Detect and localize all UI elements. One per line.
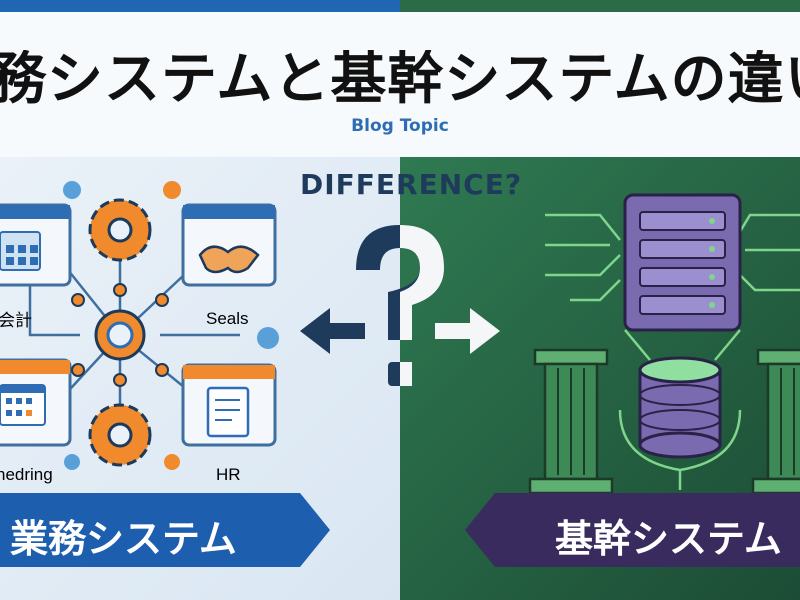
right-circuit-lines [545, 213, 800, 490]
pillar-left-icon [528, 348, 614, 495]
scheduling-window [0, 358, 72, 447]
gear-icon-bottom [88, 403, 152, 467]
right-banner-label: 基幹システム [555, 517, 782, 561]
header-background [0, 12, 800, 157]
small-gear-icon [164, 454, 180, 470]
database-icon [638, 356, 722, 459]
difference-label: DIFFERENCE? [300, 168, 523, 201]
left-banner-label: 業務システム [10, 517, 237, 561]
small-gear-icon [163, 181, 181, 199]
gear-icon-top [88, 198, 152, 262]
accounting-window [0, 203, 72, 287]
hr-window [181, 363, 277, 447]
left-banner [0, 493, 330, 567]
arrow-left-icon [300, 308, 365, 354]
pillar-right-icon [751, 348, 800, 495]
right-banner [465, 493, 800, 567]
arrow-right-icon [435, 308, 500, 354]
small-gear-icon [257, 327, 279, 349]
page-title: 務システムと基幹システムの違いと [0, 50, 800, 112]
server-rack-icon [623, 193, 742, 332]
node-label-accounting: 会計 [0, 311, 32, 330]
node-label-hr: HR [216, 465, 241, 484]
question-mark-icon [356, 225, 444, 386]
connector-nodes [71, 283, 169, 387]
sales-window [181, 203, 277, 287]
top-bar-left [0, 0, 400, 12]
subtitle: Blog Topic [351, 116, 449, 136]
top-bar-right [400, 0, 800, 12]
central-hub-icon [94, 309, 146, 361]
small-gear-icon [63, 181, 81, 199]
small-gear-icon [64, 454, 80, 470]
node-label-sales: Seals [206, 309, 249, 328]
node-label-scheduling: nedring [0, 465, 53, 484]
